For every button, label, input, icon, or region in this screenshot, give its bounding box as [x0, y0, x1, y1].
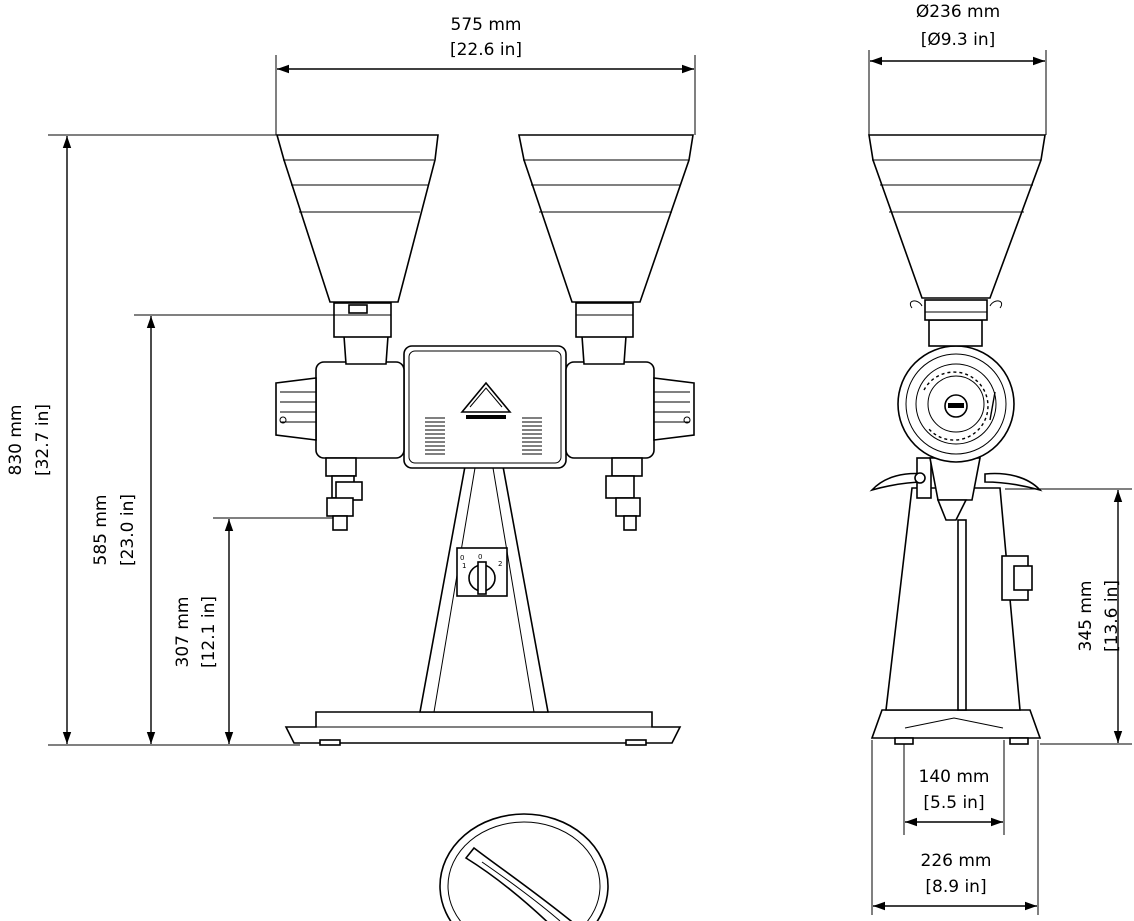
dimension-height-total: 830 mm [32.7 in]	[6, 134, 330, 746]
dimension-height-fork: 345 mm [13.6 in]	[1005, 488, 1132, 745]
dim-height-spout-metric: 307 mm	[173, 597, 193, 668]
right-adjust-knob	[653, 377, 695, 441]
side-view-grinder-icon	[868, 134, 1046, 745]
dim-base-outer-metric: 226 mm	[921, 851, 992, 871]
dimension-width-total: 575 mm [22.6 in]	[275, 15, 696, 135]
dim-height-total-imperial: [32.7 in]	[33, 404, 53, 476]
svg-text:1: 1	[462, 562, 466, 570]
dim-diameter-metric: Ø236 mm	[916, 2, 1000, 22]
dimension-base-inner: 140 mm [5.5 in]	[903, 740, 1005, 835]
left-adjust-knob	[275, 377, 317, 441]
side-column	[885, 487, 1021, 711]
svg-text:2: 2	[498, 560, 502, 568]
dimension-height-spout: 307 mm [12.1 in]	[173, 517, 335, 744]
dim-width-imperial: [22.6 in]	[450, 40, 522, 60]
dim-height-fork-imperial: [13.6 in]	[1102, 580, 1122, 652]
dim-diameter-imperial: [Ø9.3 in]	[921, 30, 996, 50]
dim-width-metric: 575 mm	[451, 15, 522, 35]
right-grind-head	[565, 361, 655, 459]
left-grind-head	[315, 361, 405, 459]
dimension-base-outer: 226 mm [8.9 in]	[871, 740, 1039, 915]
dim-height-body-metric: 585 mm	[91, 495, 111, 566]
svg-text:0: 0	[460, 554, 464, 562]
dimension-height-grind-body: 585 mm [23.0 in]	[91, 314, 390, 744]
dim-height-total-metric: 830 mm	[6, 405, 26, 476]
dim-height-fork-metric: 345 mm	[1076, 581, 1096, 652]
dim-height-body-imperial: [23.0 in]	[118, 494, 138, 566]
front-view-grinder-icon: 0 0 2 1	[275, 134, 695, 746]
dim-base-inner-metric: 140 mm	[919, 767, 990, 787]
svg-text:0: 0	[478, 553, 482, 561]
side-base	[870, 709, 1042, 739]
hopper-lid-icon	[439, 813, 609, 921]
dim-height-spout-imperial: [12.1 in]	[199, 596, 219, 668]
dim-base-outer-imperial: [8.9 in]	[925, 877, 986, 897]
dim-base-inner-imperial: [5.5 in]	[923, 793, 984, 813]
dimension-hopper-diameter: Ø236 mm [Ø9.3 in]	[868, 2, 1047, 135]
side-hopper	[868, 134, 1046, 299]
